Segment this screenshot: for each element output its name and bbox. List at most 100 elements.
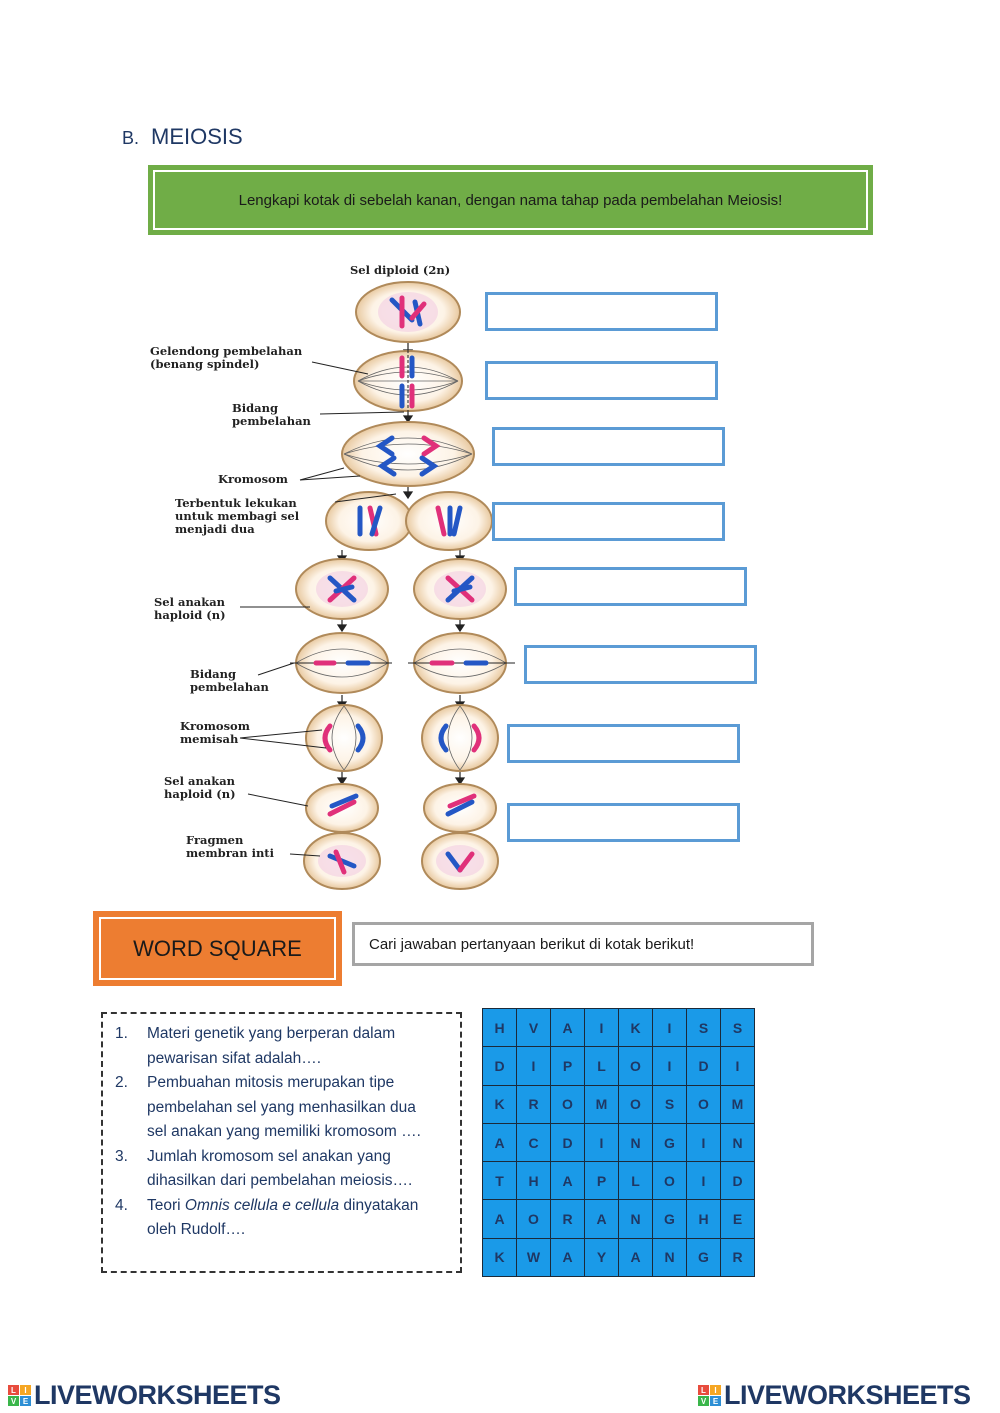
label-anakan-1a: Sel anakan <box>154 595 226 609</box>
label-anakan-1b: haploid (n) <box>154 608 226 622</box>
grid-cell[interactable]: I <box>652 1046 687 1086</box>
grid-cell[interactable]: D <box>550 1122 585 1163</box>
answer-box-8[interactable] <box>507 803 740 842</box>
question-number <box>115 1169 147 1194</box>
answer-box-7[interactable] <box>507 724 740 763</box>
word-square-title-box: WORD SQUARE <box>93 911 342 986</box>
grid-cell[interactable]: T <box>482 1161 517 1201</box>
grid-cell[interactable]: P <box>584 1161 619 1201</box>
instruction-text: Lengkapi kotak di sebelah kanan, dengan … <box>153 170 868 230</box>
grid-cell[interactable]: W <box>516 1237 551 1278</box>
label-bidang-2a: Bidang <box>190 667 236 681</box>
answer-box-4[interactable] <box>492 502 725 541</box>
grid-cell[interactable]: V <box>516 1007 551 1048</box>
grid-cell[interactable]: A <box>482 1199 517 1239</box>
question-line: dihasilkan dari pembelahan meiosis…. <box>115 1169 450 1194</box>
grid-cell[interactable]: H <box>516 1161 551 1201</box>
grid-cell[interactable]: P <box>550 1046 585 1086</box>
grid-cell[interactable]: D <box>720 1161 755 1201</box>
logo-letter: V <box>8 1396 19 1406</box>
label-fragmen-2: membran inti <box>186 846 275 860</box>
word-square-title: WORD SQUARE <box>99 917 336 980</box>
grid-cell[interactable]: N <box>652 1237 687 1278</box>
grid-cell[interactable]: A <box>584 1199 619 1239</box>
grid-cell[interactable]: D <box>686 1046 721 1086</box>
label-anakan-2b: haploid (n) <box>164 787 236 801</box>
grid-cell[interactable]: O <box>516 1199 551 1239</box>
grid-cell[interactable]: K <box>482 1237 517 1278</box>
word-square-instruction: Cari jawaban pertanyaan berikut di kotak… <box>352 922 814 966</box>
grid-cell[interactable]: A <box>618 1237 653 1278</box>
grid-cell[interactable]: I <box>584 1007 619 1048</box>
logo-letter: E <box>20 1396 31 1406</box>
grid-cell[interactable]: G <box>686 1237 721 1278</box>
grid-cell[interactable]: I <box>686 1122 721 1163</box>
answer-box-6[interactable] <box>524 645 757 684</box>
label-anakan-2a: Sel anakan <box>164 774 236 788</box>
grid-cell[interactable]: K <box>618 1007 653 1048</box>
answer-box-5[interactable] <box>514 567 747 606</box>
grid-cell[interactable]: H <box>686 1199 721 1239</box>
question-number: 2. <box>115 1074 128 1091</box>
grid-cell[interactable]: I <box>720 1046 755 1086</box>
grid-cell[interactable]: L <box>618 1161 653 1201</box>
question-line: pewarisan sifat adalah…. <box>115 1047 450 1072</box>
grid-cell[interactable]: D <box>482 1046 517 1086</box>
grid-cell[interactable]: A <box>550 1237 585 1278</box>
grid-cell[interactable]: S <box>686 1007 721 1048</box>
grid-cell[interactable]: O <box>618 1084 653 1124</box>
grid-cell[interactable]: O <box>652 1161 687 1201</box>
grid-cell[interactable]: C <box>516 1122 551 1163</box>
label-lekukan-1: Terbentuk lekukan <box>175 496 297 510</box>
question-number <box>115 1120 147 1145</box>
label-gelendong-2: (benang spindel) <box>150 357 259 371</box>
grid-cell[interactable]: O <box>618 1046 653 1086</box>
grid-cell[interactable]: H <box>482 1007 517 1048</box>
grid-cell[interactable]: I <box>516 1046 551 1086</box>
question-number: 4. <box>115 1196 128 1214</box>
grid-cell[interactable]: I <box>686 1161 721 1201</box>
grid-cell[interactable]: N <box>618 1122 653 1163</box>
grid-cell[interactable]: O <box>686 1084 721 1124</box>
grid-cell[interactable]: S <box>652 1084 687 1124</box>
grid-cell[interactable]: A <box>482 1122 517 1163</box>
grid-cell[interactable]: N <box>720 1122 755 1163</box>
liveworksheets-logo-icon: L I V E <box>698 1385 721 1406</box>
instruction-banner: Lengkapi kotak di sebelah kanan, dengan … <box>148 165 873 235</box>
liveworksheets-logo-icon: L I V E <box>8 1385 31 1406</box>
grid-cell[interactable]: A <box>550 1161 585 1201</box>
grid-cell[interactable]: S <box>720 1007 755 1048</box>
question-line: sel anakan yang memiliki kromosom …. <box>115 1120 450 1145</box>
answer-box-2[interactable] <box>485 361 718 400</box>
grid-cell[interactable]: G <box>652 1122 687 1163</box>
logo-letter: L <box>698 1385 709 1395</box>
grid-cell[interactable]: Y <box>584 1237 619 1278</box>
grid-cell[interactable]: I <box>584 1122 619 1163</box>
grid-cell[interactable]: G <box>652 1199 687 1239</box>
grid-cell[interactable]: M <box>720 1084 755 1124</box>
label-bidang-1a: Bidang <box>232 401 278 415</box>
grid-cell[interactable]: K <box>482 1084 517 1124</box>
grid-cell[interactable]: A <box>550 1007 585 1048</box>
question-number: 1. <box>115 1025 128 1042</box>
grid-cell[interactable]: R <box>550 1199 585 1239</box>
grid-cell[interactable]: R <box>516 1084 551 1124</box>
label-gelendong-1: Gelendong pembelahan <box>150 344 303 358</box>
grid-cell[interactable]: L <box>584 1046 619 1086</box>
meiosis-diagram: Sel diploid (2n) Gelendong pembelahan (b… <box>150 263 515 890</box>
footer-logo-left: L I V E LIVEWORKSHEETS <box>8 1380 281 1411</box>
question-number: 3. <box>115 1147 128 1165</box>
grid-cell[interactable]: E <box>720 1199 755 1239</box>
answer-box-1[interactable] <box>485 292 718 331</box>
answer-box-3[interactable] <box>492 427 725 466</box>
grid-cell[interactable]: R <box>720 1237 755 1278</box>
grid-cell[interactable]: M <box>584 1084 619 1124</box>
grid-cell[interactable]: O <box>550 1084 585 1124</box>
grid-cell[interactable]: I <box>652 1007 687 1048</box>
question-line: oleh Rudolf…. <box>115 1218 450 1243</box>
grid-cell[interactable]: N <box>618 1199 653 1239</box>
